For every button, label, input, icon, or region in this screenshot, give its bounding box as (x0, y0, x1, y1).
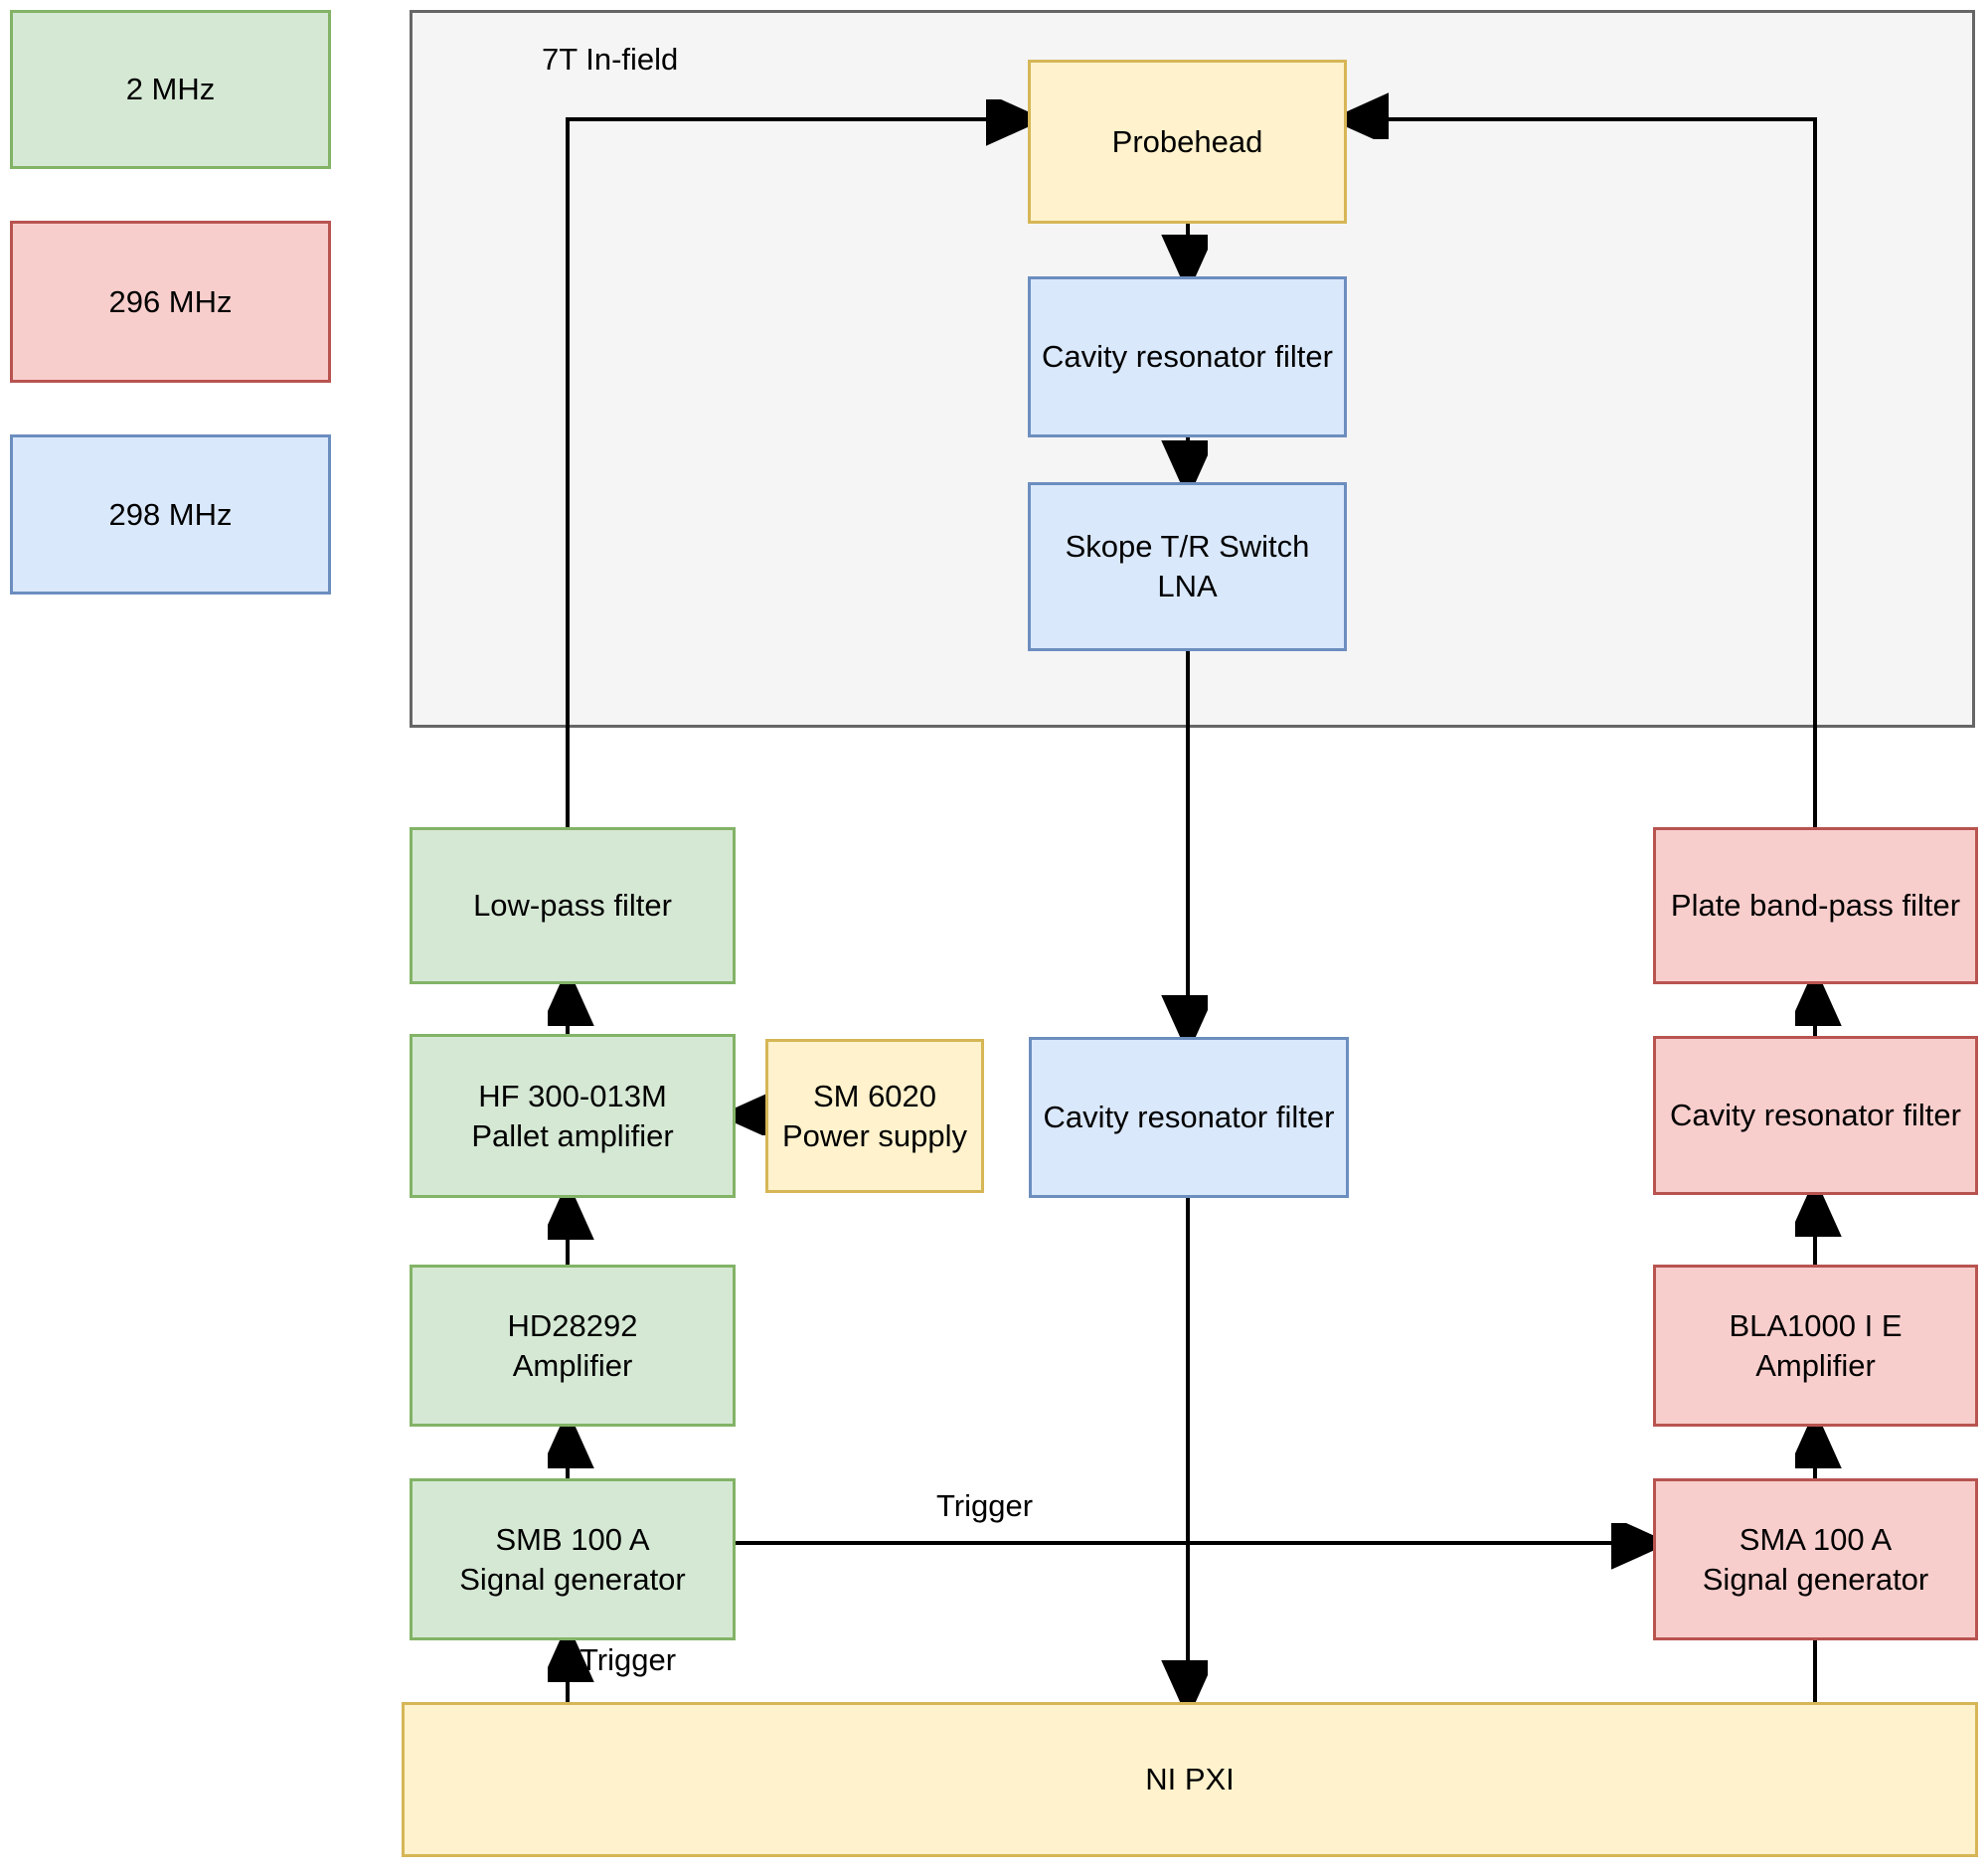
node-plate-band-pass-filter[interactable]: Plate band-pass filter (1653, 827, 1978, 984)
node-ni-pxi[interactable]: NI PXI (402, 1702, 1978, 1857)
node-cavity-resonator-filter-mid[interactable]: Cavity resonator filter (1029, 1037, 1349, 1198)
node-probehead[interactable]: Probehead (1028, 60, 1347, 224)
node-skope-tr-switch-lna[interactable]: Skope T/R Switch LNA (1028, 482, 1347, 651)
node-hf-pallet-amplifier[interactable]: HF 300-013M Pallet amplifier (410, 1034, 736, 1198)
node-sma-100a-signal-generator[interactable]: SMA 100 A Signal generator (1653, 1478, 1978, 1640)
group-7t-infield-label: 7T In-field (542, 42, 679, 77)
node-sm-6020-power-supply[interactable]: SM 6020 Power supply (765, 1039, 984, 1193)
node-smb-100a-signal-generator[interactable]: SMB 100 A Signal generator (410, 1478, 736, 1640)
edge-label-trigger-smb-to-sma: Trigger (936, 1488, 1034, 1523)
legend-item-296mhz: 296 MHz (10, 221, 331, 383)
node-cavity-resonator-filter-top[interactable]: Cavity resonator filter (1028, 276, 1347, 437)
node-bla1000-amplifier[interactable]: BLA1000 I E Amplifier (1653, 1265, 1978, 1427)
legend-item-298mhz: 298 MHz (10, 434, 331, 595)
node-low-pass-filter[interactable]: Low-pass filter (410, 827, 736, 984)
legend-item-2mhz: 2 MHz (10, 10, 331, 169)
node-hd28292-amplifier[interactable]: HD28292 Amplifier (410, 1265, 736, 1427)
edge-label-trigger-pxi-to-smb: Trigger (580, 1642, 677, 1677)
node-cavity-resonator-filter-right[interactable]: Cavity resonator filter (1653, 1036, 1978, 1195)
